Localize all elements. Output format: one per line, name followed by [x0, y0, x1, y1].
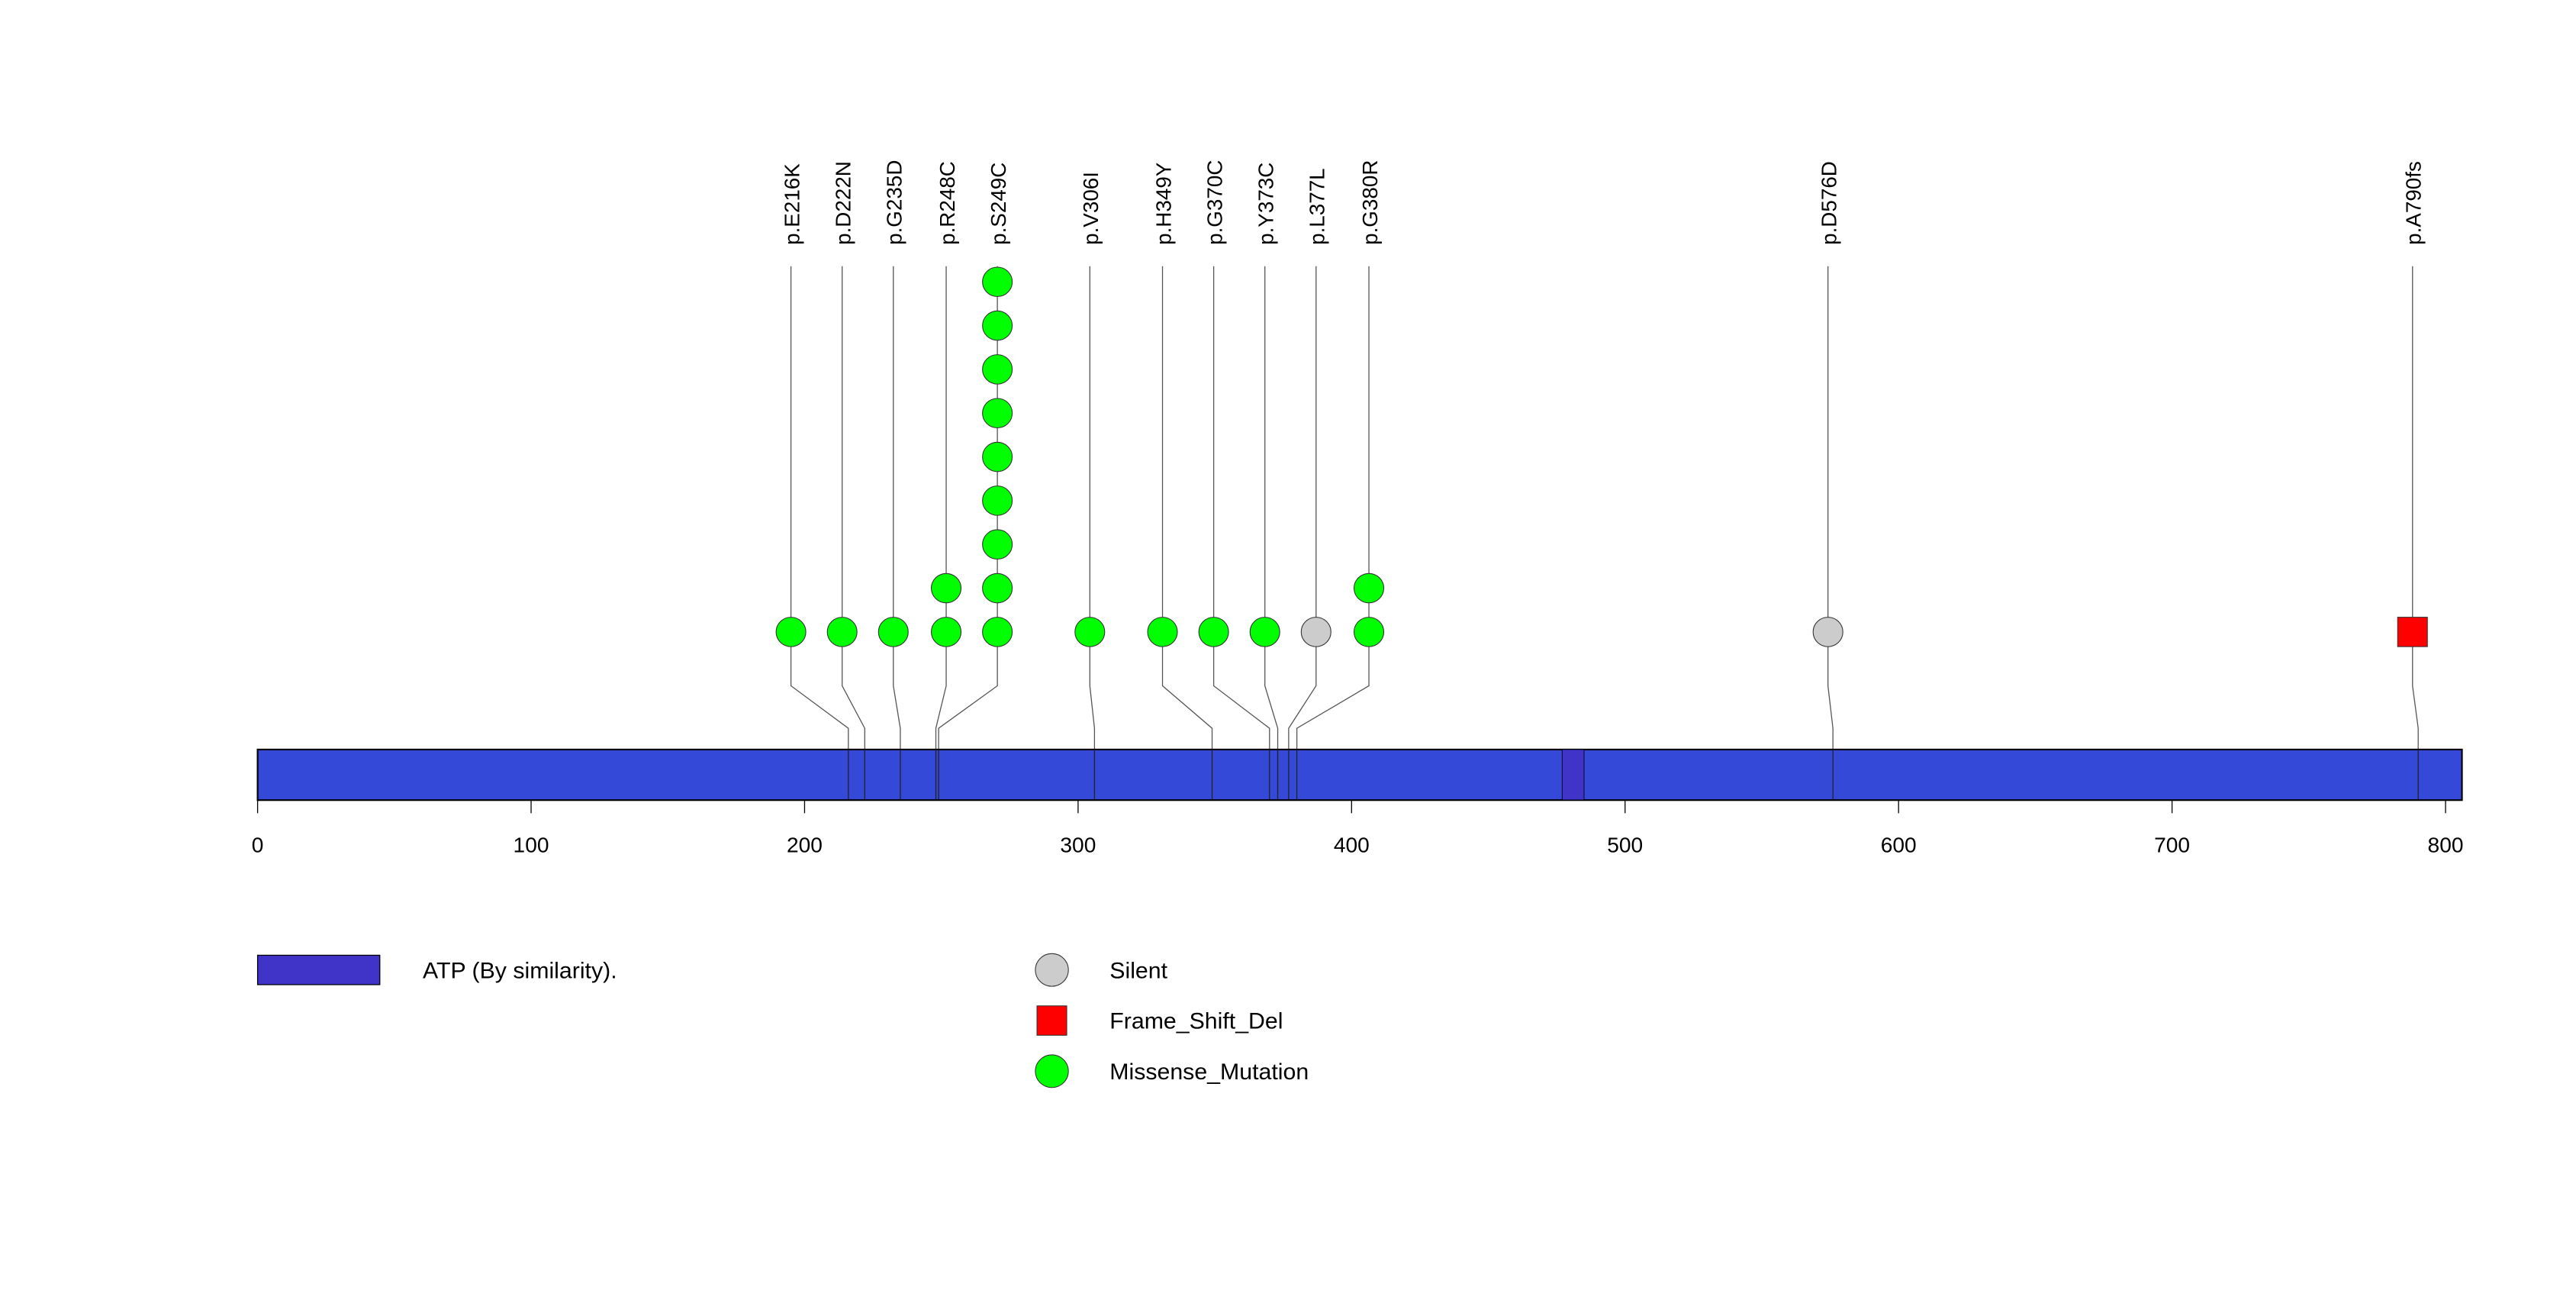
mutation-label: p.E216K	[780, 163, 803, 245]
x-tick-label: 700	[2154, 834, 2190, 857]
mutation-stem	[842, 266, 865, 750]
legend-type-label: Silent	[1109, 959, 1167, 984]
frameshift-marker	[2397, 617, 2428, 647]
missense-marker	[877, 617, 909, 647]
x-tick-label: 600	[1881, 834, 1917, 857]
missense-marker	[1354, 617, 1385, 647]
missense-marker	[775, 617, 807, 647]
x-tick-label: 100	[514, 834, 549, 857]
missense-marker	[826, 617, 858, 647]
mutation-stem	[1296, 266, 1370, 750]
missense-marker	[982, 441, 1013, 472]
mutation-stem	[1827, 266, 1834, 750]
legend-missense-mutation-icon	[1035, 1054, 1069, 1088]
mutation-stem	[790, 266, 849, 750]
missense-marker	[982, 266, 1013, 298]
legend-type-label: Missense_Mutation	[1109, 1059, 1309, 1085]
domains	[1561, 749, 1585, 801]
mutation-stem	[938, 266, 998, 750]
domain-atp	[1561, 749, 1585, 801]
missense-marker	[982, 572, 1013, 604]
silent-marker	[1300, 617, 1331, 647]
lollipops: p.E216K p.D222N p.G235D p.R248C p.S249C p.V30…	[775, 160, 2428, 647]
bar-position-lines	[848, 749, 2419, 801]
mutation-label: p.G370C	[1203, 160, 1226, 245]
connectors	[790, 266, 2419, 750]
mutation-stem	[893, 266, 901, 750]
missense-marker	[1147, 617, 1178, 647]
missense-marker	[931, 617, 962, 647]
missense-marker	[1074, 617, 1106, 647]
mutation-stem	[1089, 266, 1096, 750]
mutation-label: p.S249C	[987, 163, 1010, 245]
mutation-label: p.V306I	[1079, 172, 1103, 245]
missense-marker	[982, 398, 1013, 429]
legend-type-label: Frame_Shift_Del	[1109, 1009, 1283, 1034]
mutation-label: p.R248C	[935, 161, 959, 245]
mutation-label: p.G235D	[882, 160, 906, 245]
missense-marker	[1249, 617, 1280, 647]
mutation-label: p.A790fs	[2401, 161, 2425, 245]
x-tick-label: 800	[2428, 834, 2464, 857]
mutation-label: p.H349Y	[1151, 162, 1175, 245]
mutation-stem	[1161, 266, 1213, 750]
missense-marker	[982, 354, 1013, 385]
missense-marker	[982, 617, 1013, 647]
legend-domain-swatch	[256, 954, 381, 985]
x-axis: 0 100 200 300 400 500 600 700 800	[252, 799, 2464, 857]
legend: ATP (By similarity). SilentFrame_Shift_De…	[256, 953, 1309, 1088]
missense-marker	[982, 485, 1013, 516]
missense-marker	[982, 529, 1013, 560]
mutation-label: p.Y373C	[1254, 163, 1277, 245]
mutation-stem	[1212, 266, 1270, 750]
silent-marker	[1812, 617, 1843, 647]
mutation-label: p.D576D	[1817, 161, 1840, 245]
x-tick-label: 400	[1334, 834, 1370, 857]
mutation-stem	[1288, 266, 1317, 750]
missense-marker	[1354, 572, 1385, 604]
mutation-stem	[935, 266, 947, 750]
legend-silent-icon	[1035, 953, 1069, 987]
missense-marker	[982, 310, 1013, 341]
mutation-stem	[2412, 266, 2419, 750]
legend-domain-label: ATP (By similarity).	[423, 959, 617, 984]
x-tick-label: 0	[252, 834, 264, 857]
missense-marker	[1198, 617, 1229, 647]
mutation-label: p.G380R	[1358, 160, 1382, 245]
mutation-label: p.L377L	[1305, 168, 1328, 245]
mutation-label: p.D222N	[831, 161, 855, 245]
x-tick-label: 200	[787, 834, 823, 857]
protein-backbone	[256, 748, 2463, 801]
mutation-stem	[1264, 266, 1279, 750]
missense-marker	[931, 572, 962, 604]
legend-frameshift-icon	[1036, 1005, 1067, 1036]
x-tick-label: 300	[1060, 834, 1096, 857]
x-tick-label: 500	[1607, 834, 1643, 857]
